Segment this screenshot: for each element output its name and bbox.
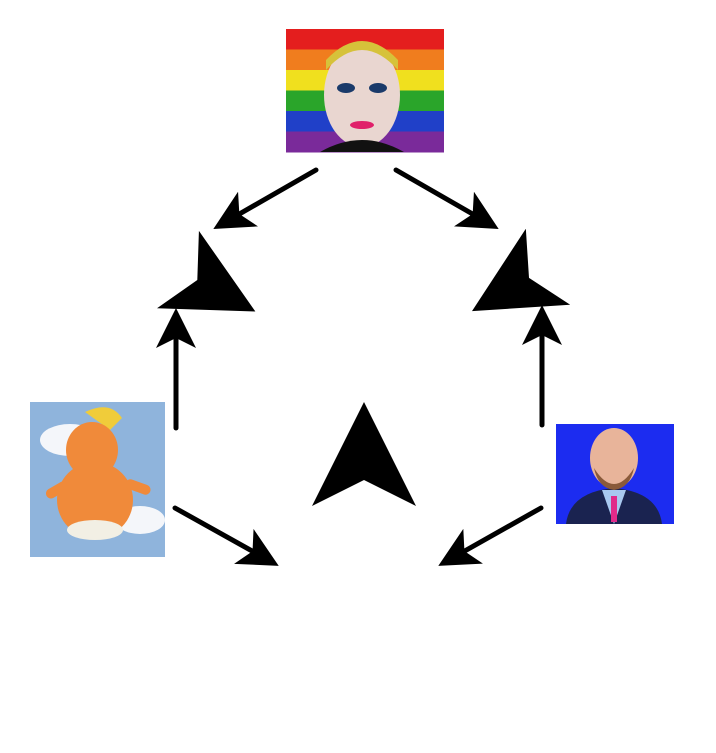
arrow-left-down-right <box>172 505 279 566</box>
arrow-small-right-inward <box>471 228 571 312</box>
top-image <box>286 29 444 153</box>
left-image <box>30 402 165 557</box>
arrow-right-down-left <box>438 505 544 566</box>
arrow-top-to-right <box>393 167 499 229</box>
flag-stripe <box>286 29 444 50</box>
face-shape <box>324 43 400 147</box>
arrow-small-left-inward <box>157 230 256 312</box>
right-image <box>556 424 674 524</box>
arrow-top-to-left <box>213 167 319 229</box>
